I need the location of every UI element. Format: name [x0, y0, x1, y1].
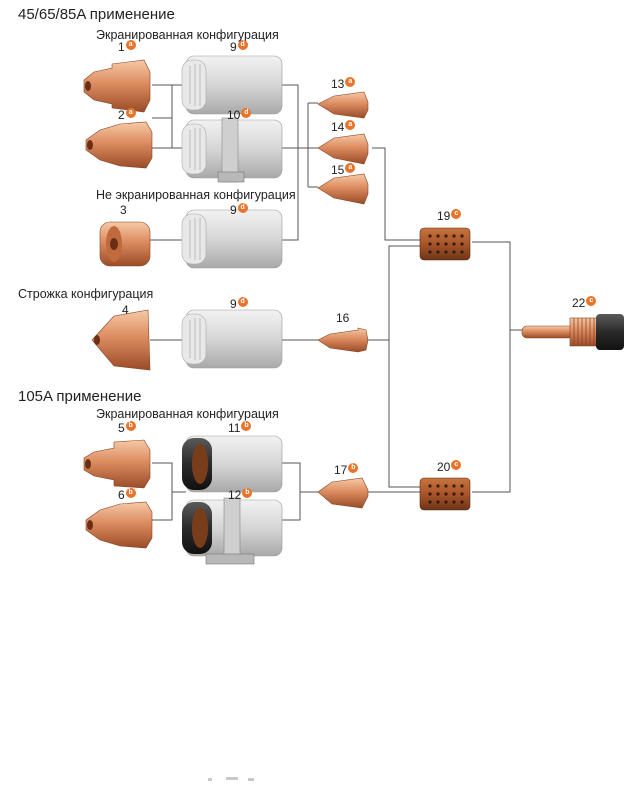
- heading-unshielded-config: Не экранированная конфигурация: [96, 188, 296, 202]
- badge-c: c: [451, 209, 462, 219]
- shield-part-3: [99, 221, 151, 267]
- shield-part-4: [91, 309, 151, 371]
- nozzle-14: [317, 133, 369, 165]
- badge-d: d: [237, 297, 248, 307]
- badge-a: a: [125, 108, 136, 118]
- badge-d: d: [237, 203, 248, 213]
- bottom-marks: [208, 777, 254, 781]
- badge-b: b: [125, 421, 136, 431]
- electrode-22: [521, 314, 624, 350]
- shield-part-5: [83, 439, 151, 489]
- retaining-cap-9a: [181, 55, 283, 115]
- nozzle-15: [317, 173, 369, 205]
- retaining-cap-12: [182, 497, 283, 565]
- retaining-cap-9b: [181, 209, 283, 269]
- heading-105a: 105A применение: [18, 388, 142, 405]
- swirl-ring-19: [419, 227, 471, 261]
- badge-d: d: [237, 40, 248, 50]
- badge-a: a: [345, 120, 356, 130]
- badge-c: c: [451, 460, 462, 470]
- part-label-16: 16: [336, 311, 350, 325]
- badge-c: c: [586, 296, 597, 306]
- badge-a: a: [125, 40, 136, 50]
- retaining-cap-9c: [181, 309, 283, 369]
- heading-shielded-config-2: Экранированная конфигурация: [96, 407, 279, 421]
- shield-part-6: [85, 501, 153, 549]
- badge-b: b: [242, 488, 253, 498]
- shield-part-1: [83, 59, 151, 113]
- connector-lines: [150, 84, 522, 521]
- part-label-4: 4: [122, 303, 129, 317]
- heading-gouging-config: Строжка конфигурация: [18, 287, 154, 301]
- badge-b: b: [241, 421, 252, 431]
- badge-a: a: [345, 77, 356, 87]
- badge-b: b: [125, 488, 136, 498]
- retaining-cap-11: [182, 435, 283, 493]
- heading-shielded-config-1: Экранированная конфигурация: [96, 28, 279, 42]
- badge-a: a: [345, 163, 356, 173]
- part-label-3: 3: [120, 203, 127, 217]
- nozzle-13: [317, 91, 369, 119]
- nozzle-16: [317, 327, 369, 353]
- swirl-ring-20: [419, 477, 471, 511]
- shield-part-2: [85, 121, 153, 169]
- nozzle-17: [317, 477, 369, 509]
- retaining-cap-10: [181, 117, 283, 183]
- badge-d: d: [241, 108, 252, 118]
- badge-b: b: [348, 463, 359, 473]
- heading-45-65-85a: 45/65/85A применение: [18, 6, 175, 23]
